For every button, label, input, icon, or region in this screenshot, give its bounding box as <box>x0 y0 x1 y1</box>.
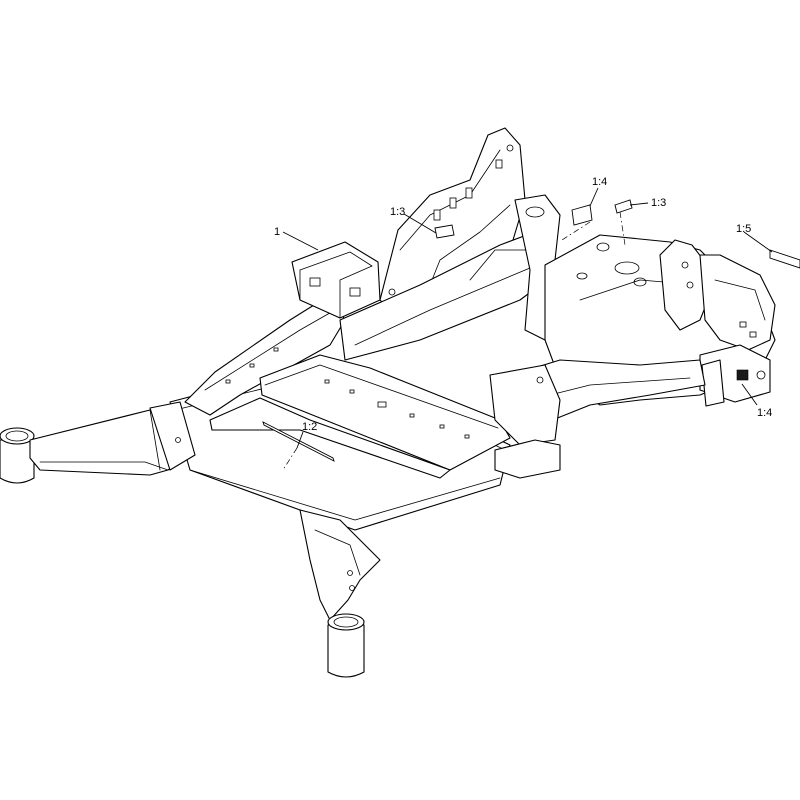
decal-1-5 <box>769 249 800 269</box>
mid-cross-plates <box>209 354 511 479</box>
callout-1: 1 <box>274 226 280 238</box>
decal-1-3-left <box>434 224 455 239</box>
decal-1-3-right <box>614 199 633 214</box>
callout-1-3-left: 1:3 <box>390 206 405 218</box>
callout-1-4-bottom: 1:4 <box>757 407 772 419</box>
callout-labels: 1 1:3 1:4 1:3 1:5 1:2 1:4 <box>274 176 772 433</box>
main-frame <box>0 127 776 678</box>
rear-hitch-block <box>699 344 771 407</box>
front-center-bracket <box>494 439 561 479</box>
center-gusset <box>489 364 561 446</box>
right-rear-tower <box>659 239 776 351</box>
callout-1-2: 1:2 <box>302 421 317 433</box>
callout-1-5: 1:5 <box>736 223 751 235</box>
front-left-caster-tube <box>0 427 35 484</box>
decal-1-2 <box>262 421 335 462</box>
callout-1-4-top: 1:4 <box>592 176 607 188</box>
callout-1-3-right: 1:3 <box>651 197 666 209</box>
decals <box>262 199 800 462</box>
front-right-caster-tube <box>327 613 365 678</box>
leader-lines <box>282 187 773 471</box>
seat-mount-bracket <box>291 241 381 319</box>
decal-1-4-top <box>571 204 593 226</box>
